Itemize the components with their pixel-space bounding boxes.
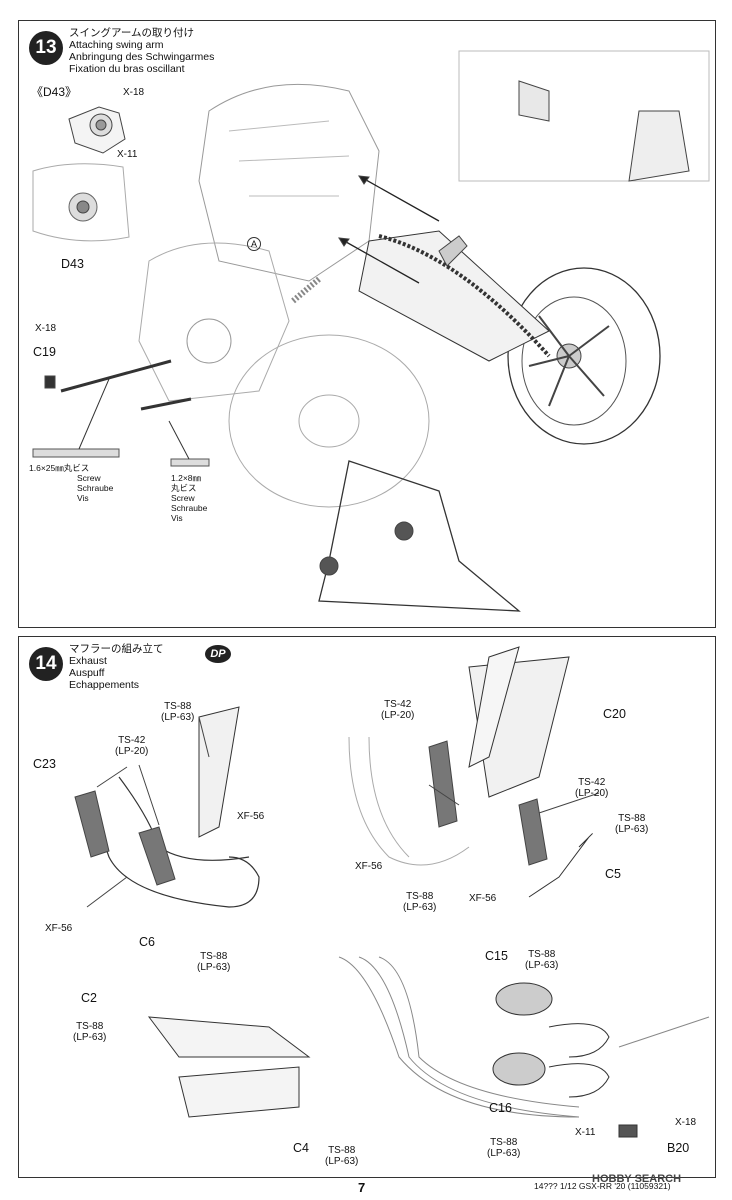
paint-ts88-b: TS-88(LP-63) [197,951,230,973]
screw-2-size: 1.2×8㎜ [171,473,202,483]
paint-code: TS-88 [406,891,434,902]
swing-arm-illustration [32,50,710,612]
detail-d43-label: 《D43》 [31,85,78,99]
paint-code: TS-88 [164,701,192,712]
screw-1-fr: Vis [77,493,89,503]
step-14-badge: 14 [29,647,63,681]
paint-alt: (LP-63) [325,1156,359,1167]
marker-a: A [247,237,261,251]
x11-label: X-11 [117,149,138,160]
title-de: Anbringung des Schwingarmes [69,51,215,63]
screw-1-de: Schraube [77,483,114,493]
paint-ts88-c: TS-88(LP-63) [615,813,648,835]
screw-2-jp: 丸ビス [171,483,197,493]
part-c2: C2 [81,991,97,1005]
x18-label-b: X-18 [35,323,57,334]
paint-xf56-a: XF-56 [237,811,265,822]
step-13-title: スイングアームの取り付け Attaching swing arm Anbring… [69,27,214,75]
part-c4: C4 [293,1141,309,1155]
c19-label: C19 [33,345,56,359]
watermark: HOBBY SEARCH [592,1173,682,1185]
x18-label-a: X-18 [123,87,145,98]
part-c5: C5 [605,867,621,881]
paint-ts88-f: TS-88(LP-63) [73,1021,106,1043]
part-c20: C20 [603,707,626,721]
exhaust-illustration [74,646,710,1138]
paint-alt: (LP-63) [525,960,559,971]
paint-code: TS-88 [200,951,228,962]
paint-alt: (LP-20) [115,746,149,757]
paint-code: TS-88 [328,1145,356,1156]
part-c23: C23 [33,757,56,771]
paint-alt: (LP-63) [487,1148,521,1159]
screw-1-size: 1.6×25㎜丸ビス [29,463,90,473]
x18-label: X-18 [675,1117,697,1128]
screw-2-en: Screw [171,493,195,503]
screw-2-de: Schraube [171,503,208,513]
dp-icon: DP [205,645,231,663]
title-jp: マフラーの組み立て [69,643,164,655]
d43-label: D43 [61,257,84,271]
paint-alt: (LP-63) [197,962,231,973]
screw-2-text: 1.2×8㎜ 丸ビス Screw Schraube Vis [171,473,207,523]
step-13-badge: 13 [29,31,63,65]
page-number: 7 [358,1180,366,1195]
screw-1-en: Screw [77,473,101,483]
paint-xf56-d: XF-56 [469,893,497,904]
product-code: 14??? 1/12 GSX-RR '20 (11059321) [534,1181,671,1191]
part-c15: C15 [485,949,508,963]
paint-code: TS-42 [118,735,146,746]
step-13-panel: 13 スイングアームの取り付け Attaching swing arm Anbr… [18,20,716,628]
title-en: Exhaust [69,655,107,667]
paint-code: TS-88 [618,813,646,824]
part-b20: B20 [667,1141,690,1155]
step-14-panel: 14 マフラーの組み立て Exhaust Auspuff Echappement… [18,636,716,1178]
title-jp: スイングアームの取り付け [69,27,195,39]
part-c6: C6 [139,935,155,949]
paint-code: TS-88 [528,949,556,960]
title-en: Attaching swing arm [69,39,164,51]
paint-alt: (LP-63) [403,902,437,913]
paint-code: TS-42 [578,777,606,788]
part-c16: C16 [489,1101,512,1115]
title-de: Auspuff [69,667,105,679]
title-fr: Fixation du bras oscillant [69,63,185,75]
title-fr: Echappements [69,679,140,691]
paint-ts88-h: TS-88(LP-63) [325,1145,358,1167]
paint-ts88-a: TS-88(LP-63) [161,701,194,723]
paint-code: TS-88 [490,1137,518,1148]
paint-code: TS-42 [384,699,412,710]
paint-alt: (LP-63) [615,824,649,835]
paint-xf56-b: XF-56 [45,923,73,934]
screw-1-text: 1.6×25㎜丸ビス Screw Schraube Vis [29,463,113,503]
paint-xf56-c: XF-56 [355,861,383,872]
paint-alt: (LP-63) [161,712,195,723]
step-14-title: マフラーの組み立て Exhaust Auspuff Echappements [69,643,164,691]
paint-ts88-d: TS-88(LP-63) [403,891,436,913]
paint-ts88-g: TS-88(LP-63) [487,1137,520,1159]
x11-label: X-11 [575,1127,596,1138]
paint-alt: (LP-20) [381,710,415,721]
screw-2-fr: Vis [171,513,183,523]
paint-alt: (LP-20) [575,788,609,799]
paint-ts42-c: TS-42(LP-20) [575,777,608,799]
paint-ts88-e: TS-88(LP-63) [525,949,558,971]
paint-alt: (LP-63) [73,1032,107,1043]
paint-ts42-b: TS-42(LP-20) [381,699,414,721]
paint-ts42-a: TS-42(LP-20) [115,735,148,757]
paint-code: TS-88 [76,1021,104,1032]
